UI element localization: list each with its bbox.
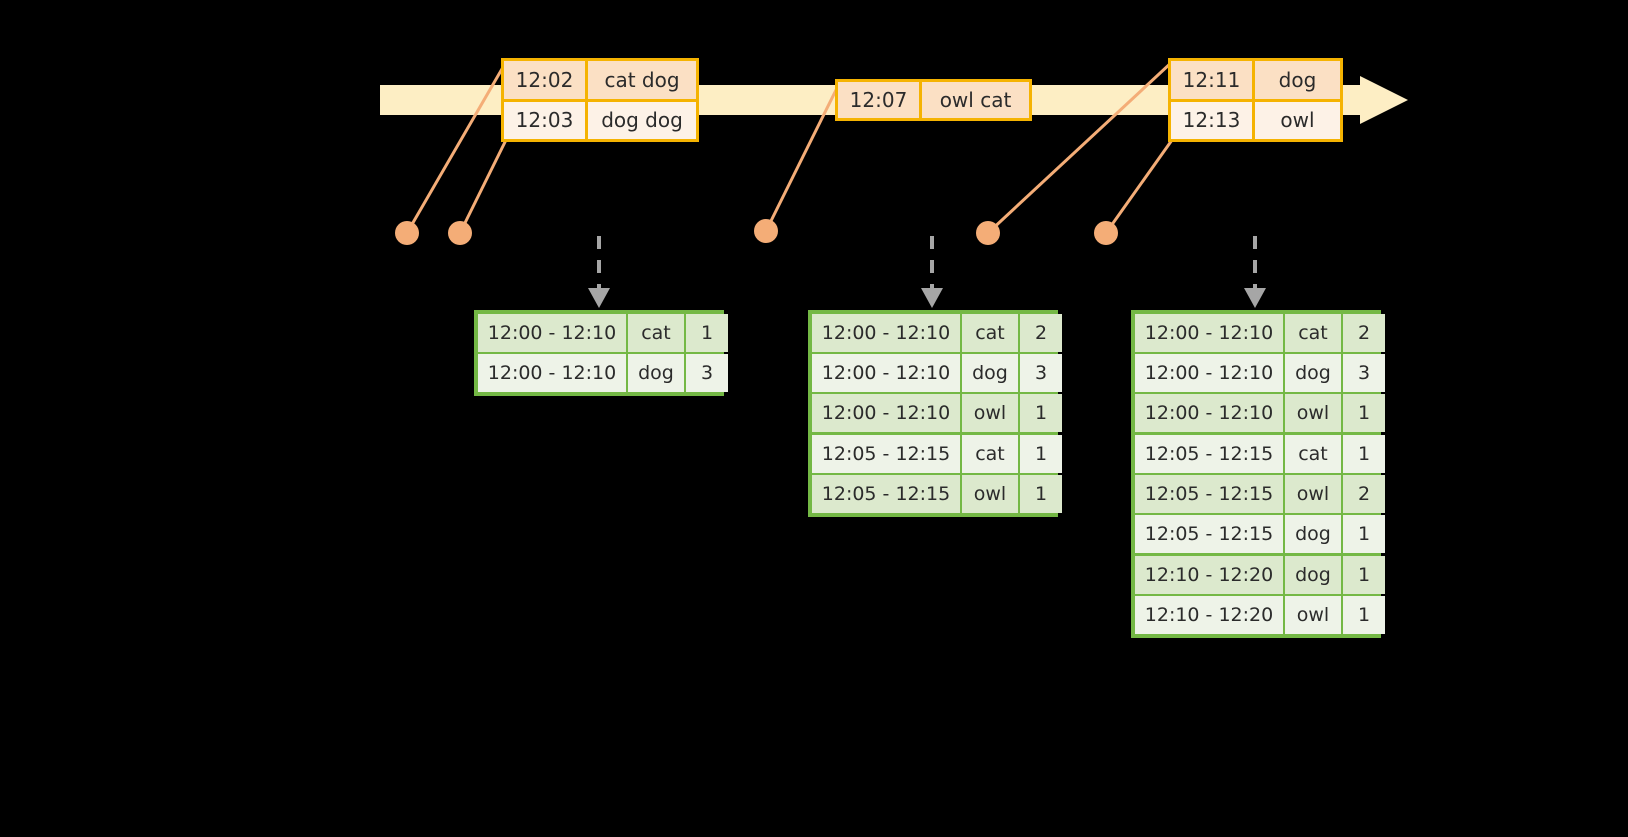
table-row: 12:05 - 12:15 owl 2 (1135, 475, 1385, 513)
event-group-3[interactable]: 12:11 dog 12:13 owl (1168, 58, 1343, 142)
window-cell: 12:10 - 12:20 (1135, 596, 1283, 634)
key-cell: cat (628, 314, 684, 352)
table-row: 12:00 - 12:10 dog 3 (812, 354, 1062, 392)
count-cell: 1 (1343, 596, 1385, 634)
count-cell: 1 (1343, 515, 1385, 553)
window-cell: 12:00 - 12:10 (812, 394, 960, 432)
event-time: 12:11 (1171, 61, 1255, 99)
table-row: 12:05 - 12:15 dog 1 (1135, 515, 1385, 553)
event-time: 12:07 (838, 82, 922, 118)
event-time: 12:03 (504, 101, 588, 139)
event-row[interactable]: 12:11 dog (1171, 61, 1340, 99)
key-cell: cat (1285, 435, 1341, 473)
count-cell: 2 (1343, 314, 1385, 352)
window-cell: 12:05 - 12:15 (1135, 515, 1283, 553)
event-time: 12:13 (1171, 101, 1255, 139)
key-cell: owl (1285, 475, 1341, 513)
event-dot[interactable] (754, 219, 778, 243)
count-cell: 3 (686, 354, 728, 392)
table-row: 12:00 - 12:10 owl 1 (1135, 394, 1385, 432)
table-row: 12:00 - 12:10 cat 1 (478, 314, 728, 352)
event-row[interactable]: 12:03 dog dog (504, 98, 696, 139)
window-cell: 12:10 - 12:20 (1135, 556, 1283, 594)
count-cell: 3 (1020, 354, 1062, 392)
table-row: 12:00 - 12:10 dog 3 (1135, 354, 1385, 392)
count-cell: 1 (1343, 394, 1385, 432)
window-cell: 12:00 - 12:10 (478, 314, 626, 352)
event-payload: owl (1280, 108, 1315, 133)
event-payload: cat dog (604, 67, 680, 92)
event-payload: dog (1278, 67, 1317, 92)
key-cell: dog (628, 354, 684, 392)
window-cell: 12:05 - 12:15 (1135, 475, 1283, 513)
timeline-arrowhead-icon (1360, 76, 1408, 124)
count-cell: 1 (686, 314, 728, 352)
count-cell: 2 (1020, 314, 1062, 352)
window-cell: 12:00 - 12:10 (478, 354, 626, 392)
table-row: 12:00 - 12:10 owl 1 (812, 394, 1062, 432)
result-table-1: 12:00 - 12:10 cat 1 12:00 - 12:10 dog 3 (474, 310, 728, 396)
count-cell: 1 (1343, 556, 1385, 594)
result-table-3: 12:00 - 12:10 cat 2 12:00 - 12:10 dog 3 … (1131, 310, 1385, 638)
window-cell: 12:05 - 12:15 (1135, 435, 1283, 473)
key-cell: cat (962, 314, 1018, 352)
key-cell: owl (962, 475, 1018, 513)
count-cell: 1 (1343, 435, 1385, 473)
event-group-2[interactable]: 12:07 owl cat (835, 79, 1032, 121)
count-cell: 3 (1343, 354, 1385, 392)
count-cell: 1 (1020, 435, 1062, 473)
key-cell: cat (1285, 314, 1341, 352)
count-cell: 1 (1020, 394, 1062, 432)
key-cell: dog (1285, 515, 1341, 553)
event-dot[interactable] (448, 221, 472, 245)
key-cell: owl (1285, 596, 1341, 634)
window-cell: 12:00 - 12:10 (1135, 314, 1283, 352)
event-dot[interactable] (1094, 221, 1118, 245)
table-row: 12:00 - 12:10 cat 2 (812, 314, 1062, 352)
key-cell: dog (1285, 354, 1341, 392)
window-cell: 12:00 - 12:10 (1135, 354, 1283, 392)
event-payload: owl cat (939, 88, 1012, 112)
table-row: 12:05 - 12:15 cat 1 (812, 435, 1062, 473)
event-row[interactable]: 12:07 owl cat (838, 82, 1029, 118)
window-cell: 12:00 - 12:10 (812, 314, 960, 352)
table-row: 12:05 - 12:15 owl 1 (812, 475, 1062, 513)
event-row[interactable]: 12:13 owl (1171, 98, 1340, 139)
event-group-1[interactable]: 12:02 cat dog 12:03 dog dog (501, 58, 699, 142)
window-cell: 12:05 - 12:15 (812, 475, 960, 513)
count-cell: 1 (1020, 475, 1062, 513)
table-row: 12:05 - 12:15 cat 1 (1135, 435, 1385, 473)
window-cell: 12:00 - 12:10 (812, 354, 960, 392)
table-row: 12:10 - 12:20 dog 1 (1135, 556, 1385, 594)
event-time: 12:02 (504, 61, 588, 99)
key-cell: owl (1285, 394, 1341, 432)
table-row: 12:00 - 12:10 cat 2 (1135, 314, 1385, 352)
event-dot[interactable] (395, 221, 419, 245)
event-row[interactable]: 12:02 cat dog (504, 61, 696, 99)
key-cell: owl (962, 394, 1018, 432)
key-cell: dog (962, 354, 1018, 392)
count-cell: 2 (1343, 475, 1385, 513)
window-cell: 12:00 - 12:10 (1135, 394, 1283, 432)
key-cell: cat (962, 435, 1018, 473)
window-cell: 12:05 - 12:15 (812, 435, 960, 473)
table-row: 12:00 - 12:10 dog 3 (478, 354, 728, 392)
key-cell: dog (1285, 556, 1341, 594)
event-payload: dog dog (601, 108, 683, 133)
result-table-2: 12:00 - 12:10 cat 2 12:00 - 12:10 dog 3 … (808, 310, 1062, 517)
event-dot[interactable] (976, 221, 1000, 245)
table-row: 12:10 - 12:20 owl 1 (1135, 596, 1385, 634)
